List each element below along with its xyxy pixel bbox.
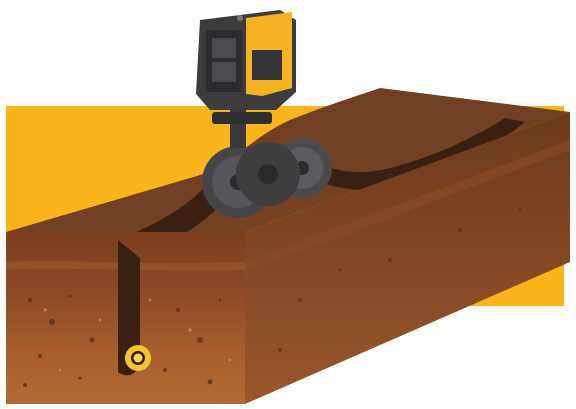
- trencher-machine: [196, 10, 296, 110]
- cable-conduit: [125, 345, 151, 371]
- trencher-mount: [212, 112, 272, 124]
